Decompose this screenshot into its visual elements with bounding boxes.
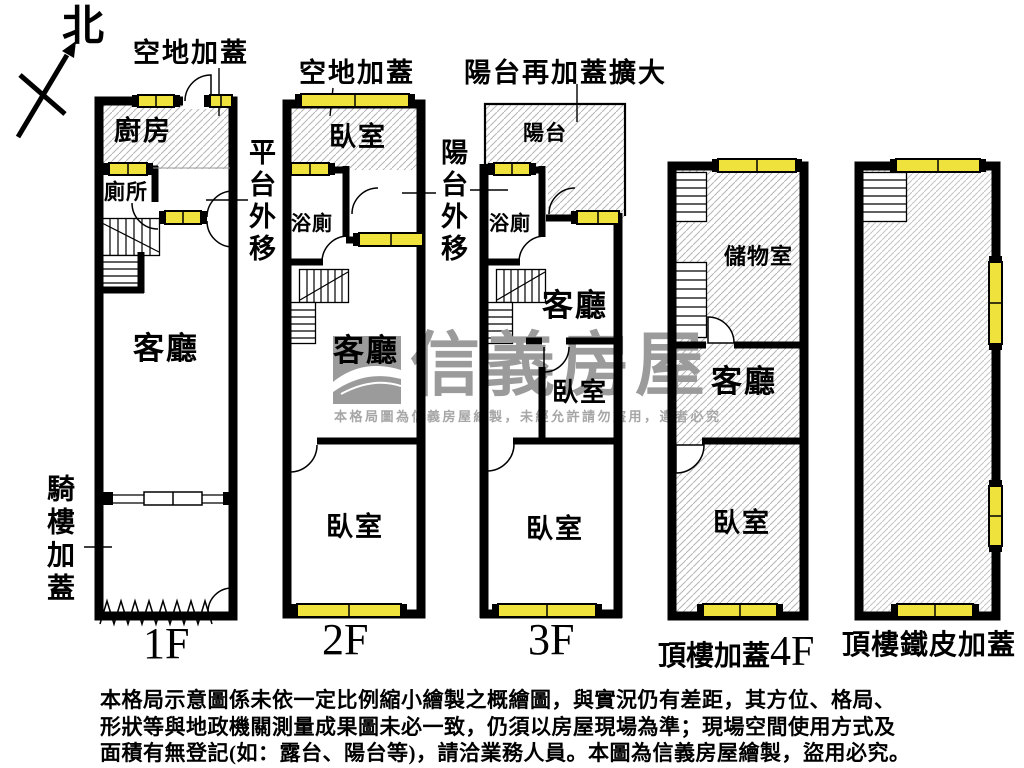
room-label-f3-living: 客廳 xyxy=(542,288,608,323)
callout-balcony-shift: 陽台外移 xyxy=(437,138,467,266)
callout-f3-top: 陽台再加蓋擴大 xyxy=(464,58,667,88)
callout-arcade-cover: 騎樓加蓋 xyxy=(43,474,74,606)
room-label-f3-bedroom-small: 臥室 xyxy=(552,378,609,407)
window xyxy=(571,210,620,225)
floor-label-rooftop: 頂樓鐵皮加蓋 xyxy=(842,630,1017,661)
room-label-f2-bedroom: 臥室 xyxy=(326,512,384,542)
floor-label-3f: 3F xyxy=(528,615,575,664)
room-label-f2-bath: 浴廁 xyxy=(291,213,333,235)
disclaimer-line-1: 本格局示意圖係未依一定比例縮小繪製之概繪圖，與實況仍有差距，其方位、格局、 xyxy=(100,688,896,712)
room-label-f4-storage: 儲物室 xyxy=(724,244,794,269)
window xyxy=(891,603,979,618)
watermark-notice-text: 本格局圖為信義房屋繪製，未經允許請勿盜用，違者必究 xyxy=(334,409,722,424)
callout-f2-top: 空地加蓋 xyxy=(299,58,415,88)
window xyxy=(291,603,407,618)
window xyxy=(890,158,986,173)
callout-platform-shift: 平台外移 xyxy=(245,138,275,266)
room-label-f1-toilet: 廁所 xyxy=(104,180,148,204)
window xyxy=(353,232,424,247)
window xyxy=(488,162,536,176)
room-label-f1-kitchen: 廚房 xyxy=(114,116,172,146)
floor-label-4f-prefix: 頂樓加蓋 xyxy=(658,641,771,672)
compass-north-label: 北 xyxy=(62,4,107,50)
north-arrow-icon xyxy=(15,41,76,139)
window xyxy=(712,158,802,173)
window xyxy=(492,603,602,618)
balcony-extension-outline xyxy=(483,102,627,216)
disclaimer-text: 本格局示意圖係未依一定比例縮小繪製之概繪圖，與實況仍有差距，其方位、格局、 形狀… xyxy=(100,687,940,767)
room-label-f2-living: 客廳 xyxy=(333,333,399,368)
floor-label-1f: 1F xyxy=(143,619,190,668)
stairs-rooftop xyxy=(860,171,908,223)
floor-label-4f-suffix: 4F xyxy=(770,629,815,675)
window xyxy=(697,603,783,618)
disclaimer-line-2: 形狀等與地政機關測量成果圖未必一致，仍須以房屋現場為準；現場空間使用方式及 xyxy=(100,714,896,739)
window xyxy=(159,210,207,225)
folding-gate-zigzag xyxy=(99,598,213,627)
unit-2f-geometry xyxy=(282,93,426,619)
hatched-areas xyxy=(103,103,996,616)
unit-rooftop-geometry xyxy=(854,158,1003,621)
callout-f1-top: 空地加蓋 xyxy=(133,38,249,68)
stairs-4f xyxy=(674,171,708,339)
room-label-f1-living: 客廳 xyxy=(133,331,199,366)
watermark-brand-text: 信義房屋 xyxy=(410,328,710,405)
window xyxy=(132,94,180,108)
room-label-f3-bedroom: 臥室 xyxy=(526,514,584,544)
window xyxy=(285,162,335,176)
sinyi-logo-icon xyxy=(333,336,402,404)
window xyxy=(204,94,233,108)
unit-4f-geometry xyxy=(667,158,809,621)
unit-3f-geometry xyxy=(479,102,627,619)
room-label-f2-bedroom-front: 臥室 xyxy=(329,122,387,152)
window xyxy=(295,93,415,108)
room-label-f3-balcony: 陽台 xyxy=(523,121,567,145)
room-label-f3-bath: 浴廁 xyxy=(489,213,531,235)
unit-1f-geometry xyxy=(94,74,238,627)
room-label-f4-bedroom: 臥室 xyxy=(713,508,771,538)
window xyxy=(103,162,153,176)
disclaimer-line-3: 面積有無登記(如：露台、陽台等)，請洽業務人員。本圖為信義房屋繪製，盜用必究。 xyxy=(100,741,911,765)
stairs-1f xyxy=(100,217,161,293)
floor-label-2f: 2F xyxy=(322,615,369,664)
window xyxy=(988,256,1003,350)
window xyxy=(988,480,1003,552)
room-label-f4-living: 客廳 xyxy=(711,364,777,399)
